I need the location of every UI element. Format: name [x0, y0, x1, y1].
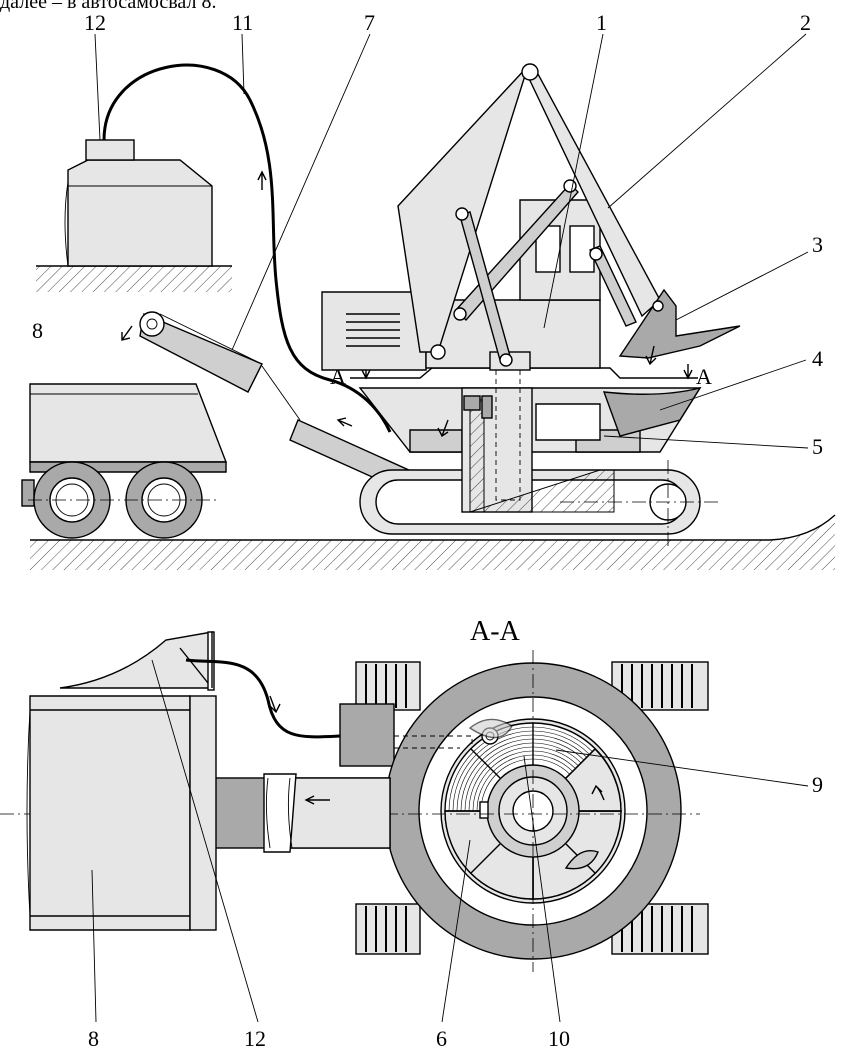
section-track-bottom: [355, 903, 709, 955]
section-cable: [185, 658, 341, 739]
power-unit-12: [36, 139, 232, 292]
ground: [30, 514, 836, 570]
section-truck-8: [26, 695, 217, 931]
callout-12-top: 12: [84, 10, 106, 35]
power-cable-11: [102, 63, 392, 433]
callout-labels: 12 11 7 1 2 3 4 5 8 9 8 12 6 10: [32, 10, 823, 1051]
section-view: [0, 631, 709, 972]
callout-11: 11: [232, 10, 253, 35]
callout-7: 7: [364, 10, 375, 35]
callout-2: 2: [800, 10, 811, 35]
callout-10: 10: [548, 1026, 570, 1051]
hydraulic-cylinders: [453, 179, 637, 367]
section-motor-box: [339, 703, 395, 767]
section-title: А-А: [470, 616, 521, 647]
conveyor-7: [139, 311, 263, 393]
crusher-rotor-5: [437, 370, 615, 513]
leader-lines-bottom: [91, 659, 809, 1023]
callout-4: 4: [812, 346, 823, 371]
leader-lines-top: [94, 33, 809, 449]
callout-3: 3: [812, 232, 823, 257]
caption-text: далее – в автосамосвал 8.: [0, 0, 216, 13]
callout-6: 6: [436, 1026, 447, 1051]
rotation-arrow: [591, 784, 605, 801]
flow-arrow-to-truck: [121, 325, 133, 341]
callout-9: 9: [812, 772, 823, 797]
hub-10: [468, 718, 599, 870]
side-elevation: А А: [21, 63, 836, 570]
callout-8-bottom: 8: [88, 1026, 99, 1051]
dump-truck-8: [21, 383, 228, 539]
svg-text:А: А: [696, 364, 712, 389]
bucket-3: [618, 288, 741, 366]
callout-8-top: 8: [32, 318, 43, 343]
callout-1: 1: [596, 10, 607, 35]
callout-12-bottom: 12: [244, 1026, 266, 1051]
callout-5: 5: [812, 434, 823, 459]
flow-arrow-cable: [257, 170, 267, 190]
